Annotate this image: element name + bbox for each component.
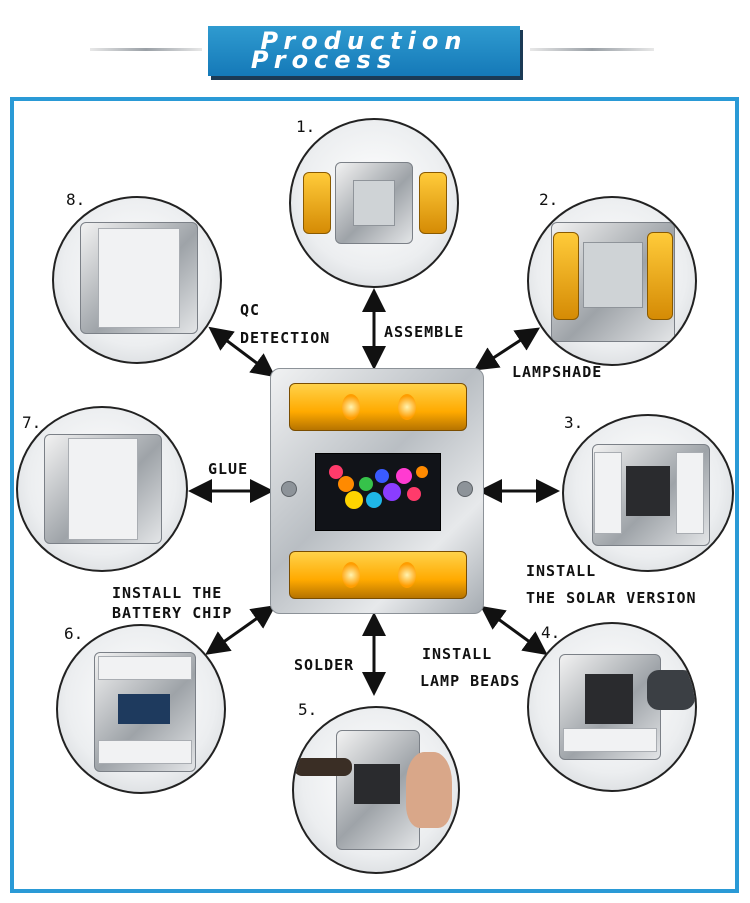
solar-panel — [626, 466, 670, 516]
title-line-1: Production — [260, 27, 468, 55]
logo-dots — [329, 465, 428, 509]
arrow-step-8 — [208, 326, 276, 378]
led-light — [398, 394, 416, 420]
step-7-number: 7. — [22, 413, 42, 432]
battery-chip — [118, 694, 170, 724]
stud-window — [583, 242, 643, 308]
step-7-label: GLUE — [208, 460, 249, 478]
soldering-iron — [294, 758, 352, 776]
step-8-label-line-2: DETECTION — [240, 329, 331, 347]
step-4-label-line-1: INSTALL — [422, 645, 493, 663]
step-4-photo — [527, 622, 697, 792]
step-2-number: 2. — [539, 190, 559, 209]
amber-reflector-left — [303, 172, 331, 234]
solar-panel-logo — [315, 453, 441, 531]
hand — [406, 752, 452, 828]
glue-gun — [647, 670, 695, 710]
amber-reflector-right — [419, 172, 447, 234]
header-divider-left — [90, 48, 202, 51]
lens-right — [676, 452, 704, 534]
step-5-number: 5. — [298, 700, 318, 719]
circuit-board — [354, 764, 400, 804]
lens-left — [594, 452, 622, 534]
process-frame — [10, 97, 739, 893]
step-3-number: 3. — [564, 413, 584, 432]
step-1-number: 1. — [296, 117, 316, 136]
arrow-step-4 — [480, 605, 548, 656]
step-1-photo — [289, 118, 459, 288]
solar-panel — [585, 674, 633, 724]
finished-cover — [98, 228, 180, 328]
led-light — [342, 394, 360, 420]
step-4-number: 4. — [541, 623, 561, 642]
step-8-number: 8. — [66, 190, 86, 209]
step-6-label-line-2: BATTERY CHIP — [112, 604, 233, 622]
lens-bottom — [98, 740, 192, 764]
step-1-label: ASSEMBLE — [384, 323, 465, 341]
step-2-photo — [527, 196, 697, 366]
amber-reflector-bottom — [289, 551, 467, 599]
arrow-step-2 — [473, 327, 541, 371]
amber-reflector-right — [647, 232, 673, 320]
glued-cover — [68, 438, 138, 540]
stud-window — [353, 180, 395, 226]
mounting-hole-left — [281, 481, 297, 497]
step-6-number: 6. — [64, 624, 84, 643]
led-light — [398, 562, 416, 588]
header-divider-right — [530, 48, 654, 51]
step-8-label-line-1: QC — [240, 301, 261, 319]
step-5-photo — [292, 706, 460, 874]
led-light — [342, 562, 360, 588]
lens-bottom — [563, 728, 657, 752]
step-5-label: SOLDER — [294, 656, 355, 674]
lens-top — [98, 656, 192, 680]
step-3-label-line-1: INSTALL — [526, 562, 597, 580]
mounting-hole-right — [457, 481, 473, 497]
step-3-label-line-2: THE SOLAR VERSION — [526, 589, 697, 607]
step-6-photo — [56, 624, 226, 794]
arrow-step-6 — [205, 605, 276, 655]
step-4-label-line-2: LAMP BEADS — [420, 672, 521, 690]
title-banner: Production Process — [208, 26, 520, 76]
solar-road-stud — [270, 368, 484, 614]
step-7-photo — [16, 406, 188, 572]
step-8-photo — [52, 196, 222, 364]
step-3-photo — [562, 414, 734, 572]
amber-reflector-top — [289, 383, 467, 431]
title-line-2: Process — [250, 46, 398, 74]
amber-reflector-left — [553, 232, 579, 320]
step-2-label: LAMPSHADE — [512, 363, 603, 381]
step-6-label-line-1: INSTALL THE — [112, 584, 223, 602]
